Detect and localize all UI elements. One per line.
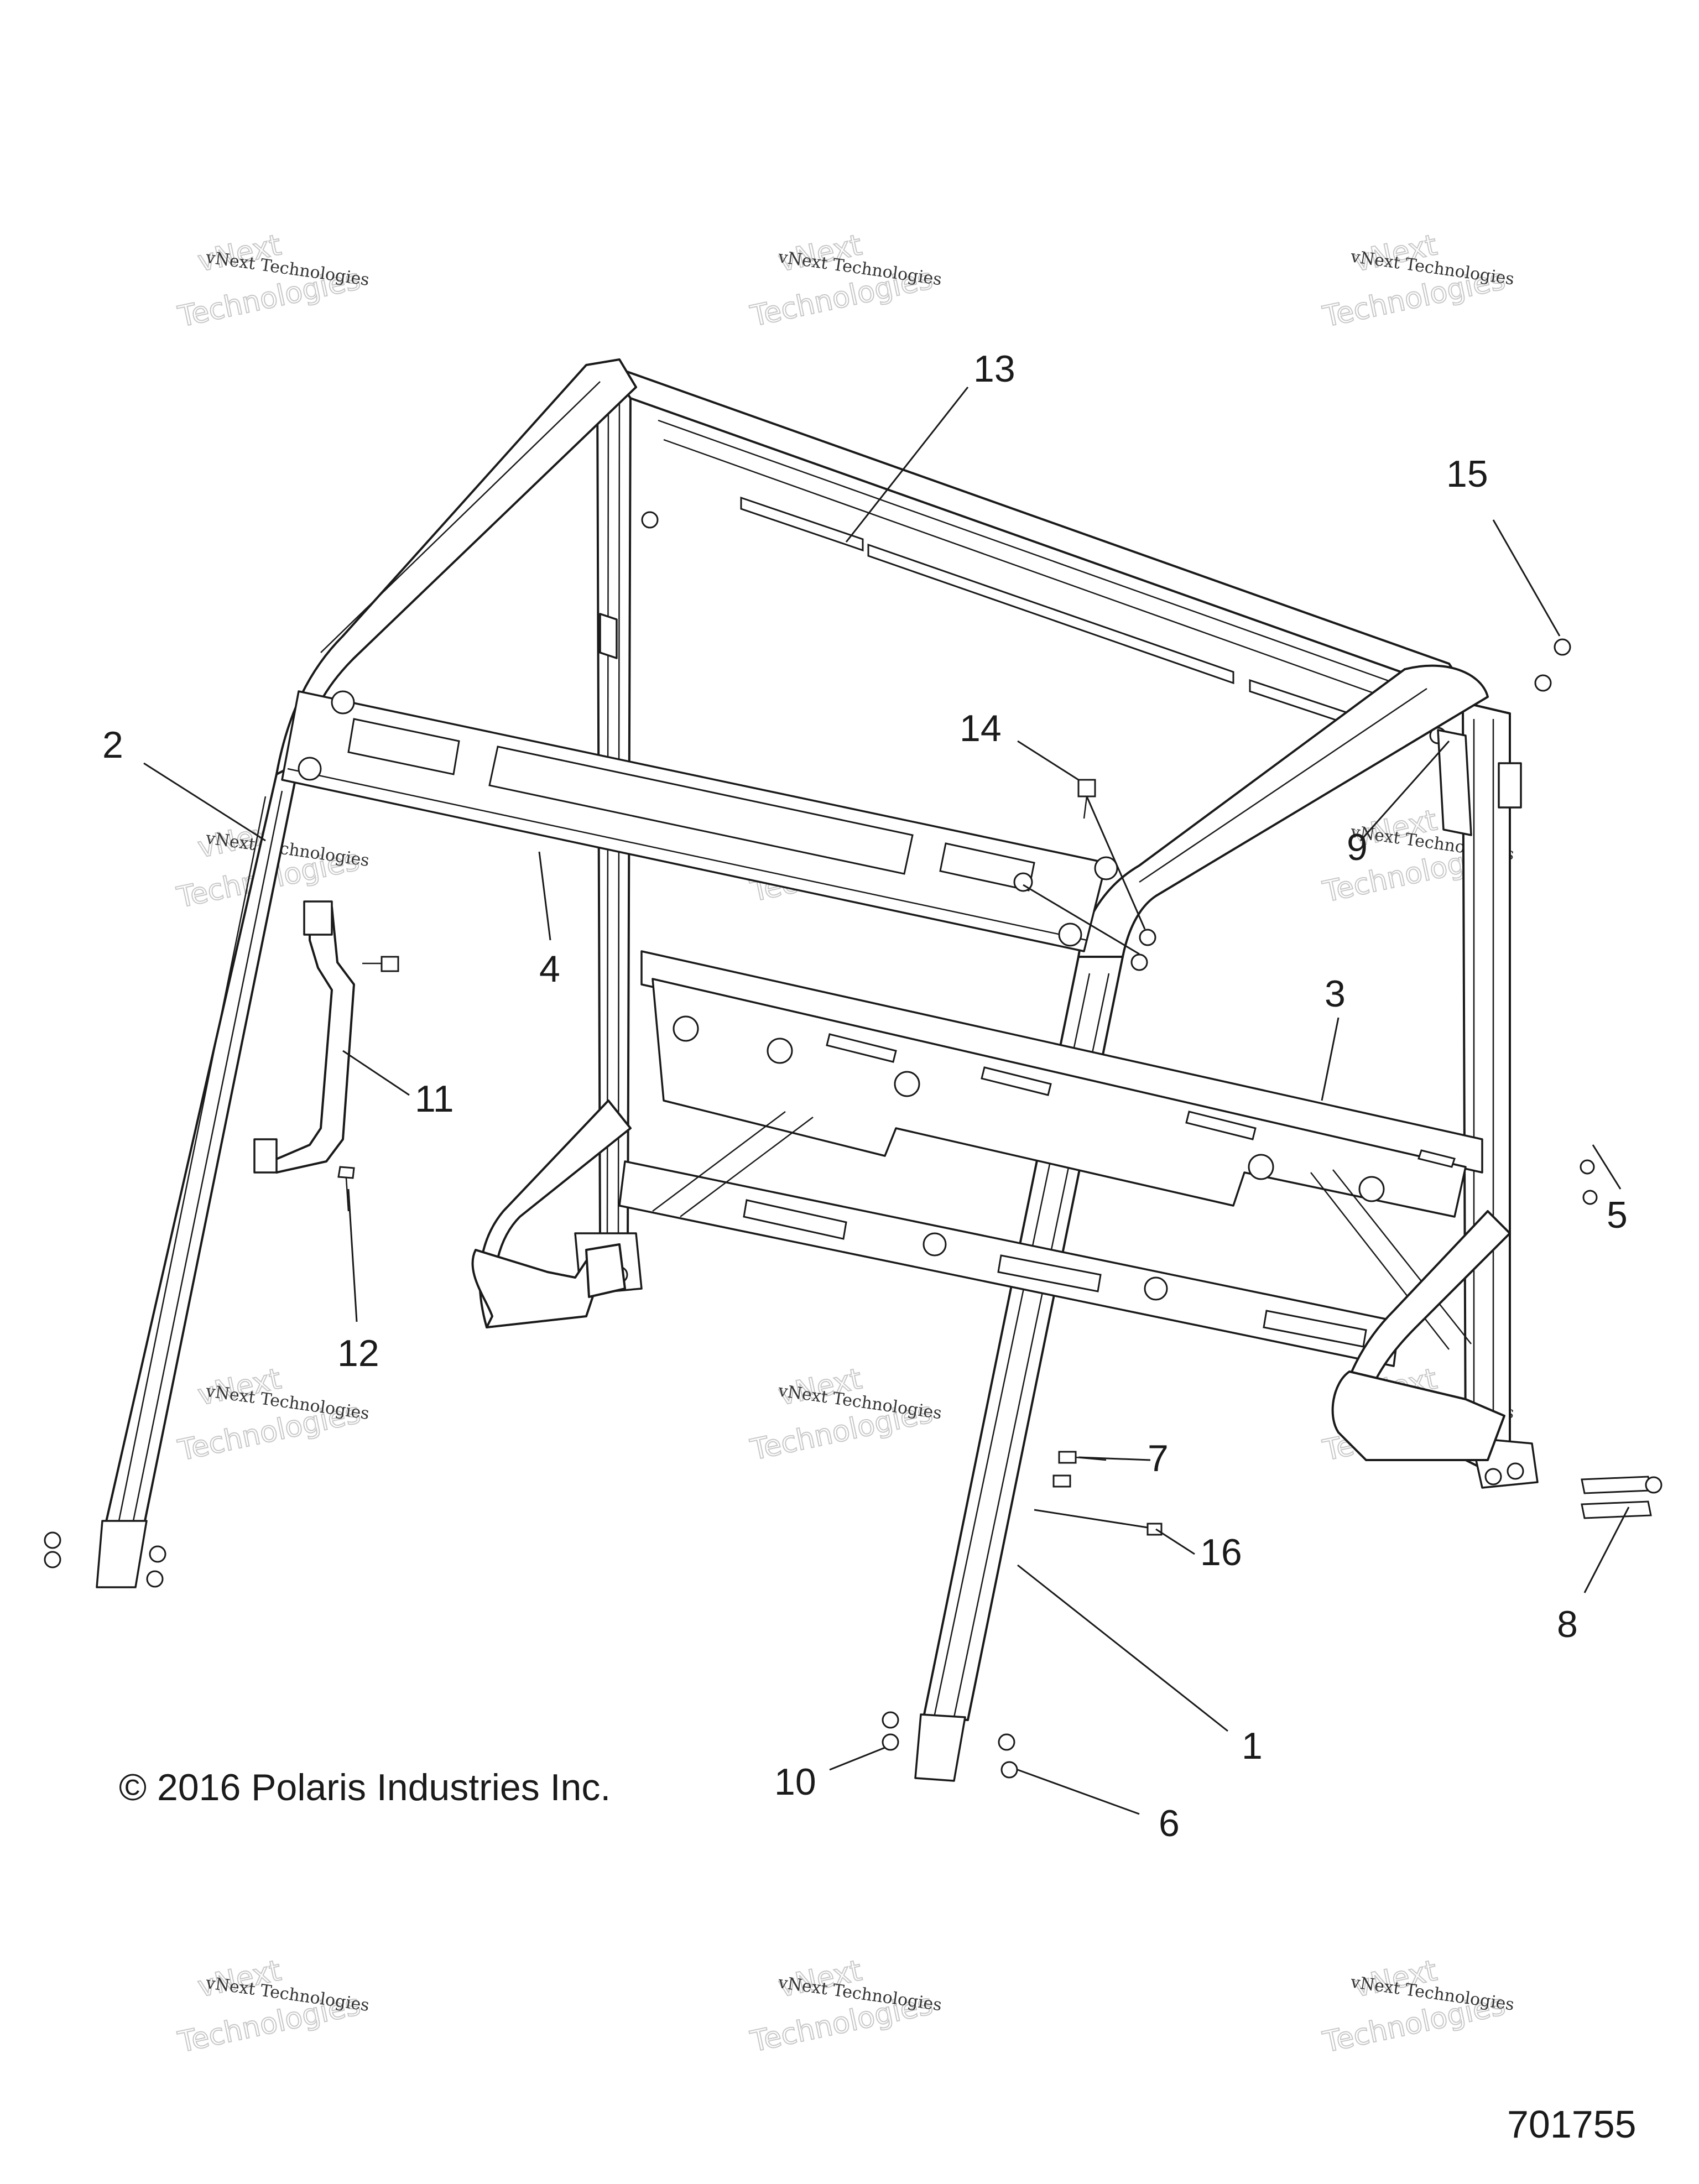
callout-8: 8 [1557, 1603, 1578, 1645]
callout-11: 11 [415, 1078, 454, 1120]
leader-9 [1359, 741, 1450, 841]
callouts: 13 15 14 2 9 4 3 11 5 12 7 16 8 1 10 6 [102, 348, 1628, 1844]
lower-cross-beam [618, 1111, 1472, 1367]
callout-3: 3 [1325, 973, 1346, 1015]
callout-1: 1 [1242, 1725, 1263, 1767]
callout-14: 14 [960, 707, 1002, 749]
leader-3 [1321, 1017, 1340, 1101]
callout-2: 2 [102, 724, 123, 766]
callout-12: 12 [337, 1332, 379, 1374]
right-grab-bar [1331, 1210, 1511, 1461]
cage-drawing [44, 358, 1662, 1815]
grab-handle-11 [253, 900, 355, 1174]
leader-lines [143, 387, 1630, 1815]
leader-16b [1034, 1509, 1148, 1529]
watermark: vNext Technologies vNext Technologies [1320, 228, 1515, 334]
watermark: vNext Technologies vNext Technologies [747, 1953, 943, 2059]
leader-15 [1492, 519, 1561, 637]
leader-8 [1583, 1507, 1630, 1593]
illustration-number: 701755 [1507, 2103, 1637, 2146]
leader-6 [1017, 1769, 1140, 1815]
front-cross-panel [281, 690, 1118, 952]
left-grab-bar [471, 1099, 632, 1328]
leader-1 [1017, 1564, 1228, 1732]
watermark: vNext Technologies vNext Technologies [175, 228, 371, 334]
hardware [44, 638, 1662, 1779]
leader-14a [1017, 740, 1079, 781]
rear-panel-3 [640, 950, 1483, 1218]
watermark: vNext Technologies vNext Technologies [747, 228, 943, 333]
leader-4 [538, 851, 551, 941]
callout-4: 4 [539, 948, 560, 990]
leader-14c [1023, 884, 1140, 955]
leader-5 [1592, 1144, 1622, 1190]
watermark: vNext Technologies vNext Technologies [175, 1953, 371, 2060]
leader-2 [143, 762, 266, 842]
copyright-notice: © 2016 Polaris Industries Inc. [119, 1766, 611, 1808]
leader-16 [1155, 1528, 1195, 1555]
leader-12 [347, 1189, 358, 1322]
watermark: vNext Technologies vNext Technologies [1320, 1953, 1515, 2060]
roof-rail-13 [607, 364, 1472, 744]
leader-7 [1078, 1456, 1151, 1461]
callout-7: 7 [1148, 1437, 1169, 1479]
callout-5: 5 [1607, 1194, 1628, 1236]
leader-11 [342, 1050, 410, 1096]
rear-right-post [1462, 701, 1539, 1489]
callout-10: 10 [774, 1761, 816, 1803]
callout-15: 15 [1446, 453, 1488, 495]
callout-13: 13 [973, 348, 1015, 390]
leader-14b [1086, 796, 1146, 930]
watermark: vNext Technologies vNext Technologies [747, 1362, 943, 1467]
watermark: vNext Technologies vNext Technologies [175, 1362, 371, 1468]
callout-16: 16 [1200, 1531, 1242, 1573]
callout-6: 6 [1159, 1802, 1180, 1844]
leader-13 [845, 387, 969, 543]
callout-9: 9 [1347, 826, 1368, 868]
leader-10 [829, 1747, 885, 1771]
